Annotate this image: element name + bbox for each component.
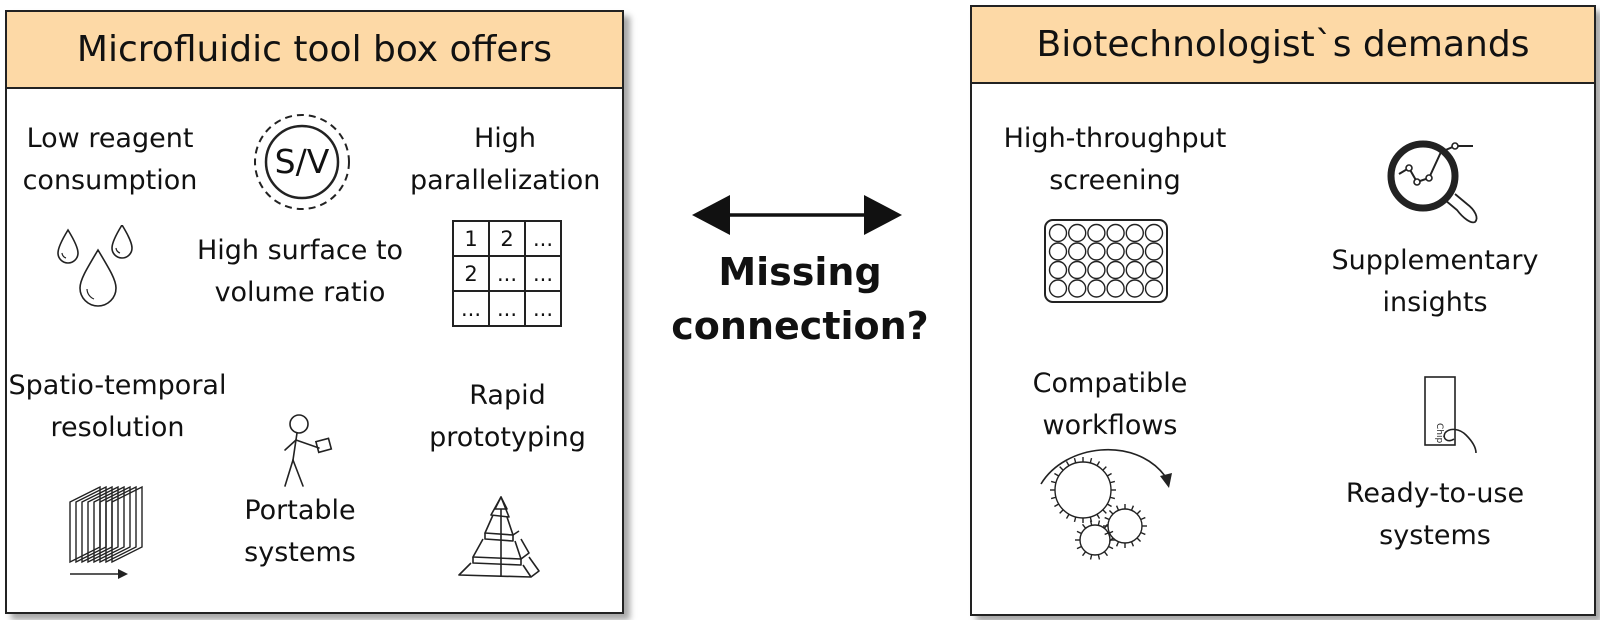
gear-tooth: [1054, 472, 1060, 477]
gear-tooth: [1140, 516, 1146, 521]
gear-tooth: [1065, 461, 1070, 467]
gear-tooth: [1065, 513, 1070, 519]
gear-tooth: [1050, 480, 1057, 484]
person-with-device-icon: [284, 414, 333, 487]
gear-tooth: [1102, 509, 1107, 514]
gear-tooth: [1130, 505, 1135, 511]
well: [1106, 260, 1125, 280]
gear-tooth: [1136, 509, 1142, 515]
svg-text:Chip: Chip: [1434, 423, 1444, 443]
well: [1087, 242, 1106, 261]
well: [1048, 260, 1068, 280]
gear-tooth: [1073, 457, 1077, 464]
double-arrow-icon: [692, 195, 902, 235]
time-stack-icon: [69, 485, 143, 579]
label-portable: Portable systems: [244, 495, 356, 568]
panel-title: Biotechnologist`s demands: [972, 7, 1594, 84]
gear-tooth: [1096, 461, 1101, 467]
label-rapid-prototyping: Rapid prototyping: [429, 380, 586, 453]
gear-tooth: [1106, 472, 1112, 477]
gear-tooth: [1103, 523, 1109, 529]
label-parallelization: High parallelization: [410, 123, 601, 196]
well: [1144, 279, 1164, 298]
well: [1068, 260, 1087, 280]
label-compatible-workflows: Compatible workflows: [1032, 368, 1188, 441]
gear-tooth: [1097, 520, 1101, 526]
well: [1087, 223, 1106, 243]
well: [1068, 279, 1087, 298]
well: [1144, 260, 1164, 280]
gear-tooth: [1073, 516, 1077, 523]
label-ready-to-use: Ready-to-use systems: [1345, 478, 1525, 551]
gear-tooth: [1059, 466, 1064, 471]
label-spatio-temporal: Spatio-temporal resolution: [8, 370, 227, 443]
gear-tooth: [1076, 545, 1082, 550]
gear-tooth: [1136, 537, 1142, 543]
gear-tooth: [1108, 530, 1114, 535]
gear-tooth: [1097, 554, 1101, 560]
svg-text:S/V: S/V: [275, 142, 330, 181]
well: [1125, 223, 1145, 243]
gear-tooth: [1089, 520, 1093, 526]
gear-tooth: [1108, 509, 1114, 515]
well: [1125, 242, 1145, 261]
magnifier-chart-icon: [1387, 140, 1478, 224]
gear: [1107, 508, 1143, 544]
gear: [1054, 461, 1112, 519]
gear-tooth: [1081, 551, 1087, 557]
gear-tooth: [1103, 551, 1109, 557]
gear-tooth: [1096, 513, 1101, 519]
missing-connection-text: Missing connection?: [671, 250, 929, 348]
gear-tooth: [1115, 505, 1120, 511]
gear-tooth: [1109, 480, 1116, 484]
sv-ratio-icon: S/V: [254, 114, 350, 210]
well: [1068, 242, 1087, 261]
well: [1125, 279, 1145, 298]
gears-cycle-icon: [1040, 448, 1172, 560]
pyramid-icon: [458, 496, 540, 578]
gear-tooth: [1076, 530, 1082, 535]
gear: [1079, 524, 1111, 556]
gear-tooth: [1115, 541, 1120, 547]
gear-tooth: [1050, 496, 1057, 500]
well: [1144, 242, 1164, 261]
biotechnologist-panel: Biotechnologist`s demands: [970, 5, 1596, 616]
gear-tooth: [1089, 554, 1093, 560]
well: [1087, 260, 1106, 280]
well: [1125, 260, 1145, 280]
well: [1144, 223, 1164, 243]
well: [1048, 242, 1068, 261]
gear-tooth: [1081, 523, 1087, 529]
gear-tooth: [1130, 541, 1135, 547]
droplets-icon: [57, 225, 133, 307]
gear-tooth: [1140, 531, 1146, 536]
label-surface-volume: High surface to volume ratio: [196, 235, 404, 308]
microfluidic-panel: Microfluidic tool box offers: [5, 10, 624, 614]
well: [1087, 279, 1106, 298]
label-supplementary-insights: Supplementary insights: [1331, 245, 1539, 318]
well-plate-icon: [1044, 219, 1168, 303]
well: [1106, 242, 1125, 261]
gear-tooth: [1108, 545, 1114, 550]
chip-in-hand-icon: Chip: [1424, 376, 1477, 454]
well: [1106, 279, 1125, 298]
well: [1106, 223, 1125, 243]
gear-tooth: [1059, 509, 1064, 514]
gear-tooth: [1054, 503, 1060, 508]
label-low-reagent: Low reagent consumption: [22, 123, 198, 196]
gear-tooth: [1102, 466, 1107, 471]
gear-tooth: [1089, 457, 1093, 464]
gear-tooth: [1109, 496, 1116, 500]
gear-tooth: [1106, 503, 1112, 508]
well: [1048, 223, 1068, 243]
grid-icon: 1 2 ... 2 ... ... ... ... ...: [452, 220, 562, 327]
gear-tooth: [1104, 516, 1110, 521]
well: [1068, 223, 1087, 243]
well: [1048, 279, 1068, 298]
panel-title: Microfluidic tool box offers: [7, 12, 622, 89]
label-high-throughput: High-throughput screening: [1003, 123, 1227, 196]
